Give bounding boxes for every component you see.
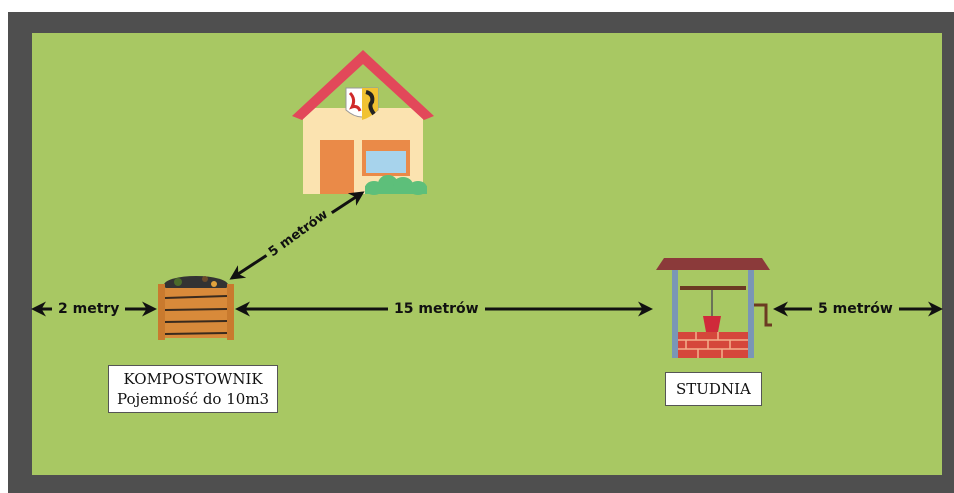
frame-left — [0, 0, 8, 493]
compost-label: KOMPOSTOWNIK Pojemność do 10m3 — [108, 365, 279, 413]
compost-capacity: Pojemność do 10m3 — [117, 390, 270, 408]
coat-of-arms-icon — [345, 87, 379, 120]
distance-label-left: 2 metry — [52, 300, 126, 318]
compost-bin-icon — [158, 276, 234, 340]
distance-label-compost-well: 15 metrów — [388, 300, 485, 318]
frame-top — [0, 0, 954, 12]
compost-title: KOMPOSTOWNIK — [123, 370, 263, 388]
well-label: STUDNIA — [665, 372, 762, 406]
distance-label-right: 5 metrów — [812, 300, 899, 318]
well-icon — [656, 258, 772, 358]
bush-icon — [365, 175, 427, 195]
house-icon — [292, 50, 434, 195]
